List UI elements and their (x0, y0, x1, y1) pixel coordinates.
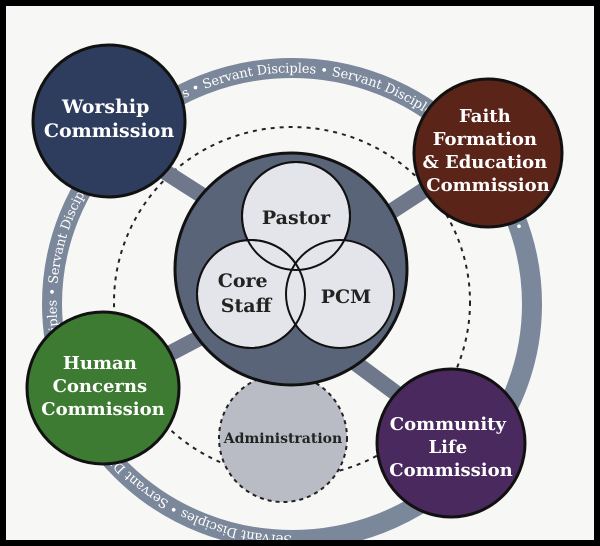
worship-commission-label: Worship Commission (44, 96, 175, 142)
human-concerns-commission-label: Human Concerns Commission (41, 353, 164, 420)
diagram-frame: Servant Disciples • Servant Disciples • … (6, 6, 594, 540)
community-life-commission-node: Community Life Commission (375, 367, 527, 519)
faith-formation-commission-node: Faith Formation & Education Commission (412, 77, 564, 229)
human-concerns-commission-node: Human Concerns Commission (25, 310, 181, 466)
pcm-label: PCM (321, 286, 371, 308)
administration-node: Administration (218, 373, 348, 503)
faith-formation-commission-label: Faith Formation & Education Commission (422, 106, 553, 196)
church-structure-diagram: Servant Disciples • Servant Disciples • … (25, 43, 564, 540)
pastor-label: Pastor (262, 207, 331, 229)
core-staff-line-1: Core (218, 270, 268, 292)
central-hub: Pastor Core Staff PCM (173, 151, 409, 387)
administration-label: Administration (223, 431, 342, 447)
core-staff-label: Core Staff (218, 270, 275, 317)
community-life-commission-label: Community Life Commission (389, 414, 512, 481)
core-staff-line-2: Staff (221, 295, 273, 317)
dashed-inner-ring (113, 126, 471, 478)
servant-disciples-ring (42, 58, 542, 540)
worship-commission-node: Worship Commission (31, 43, 187, 199)
administration-circle (218, 373, 348, 503)
